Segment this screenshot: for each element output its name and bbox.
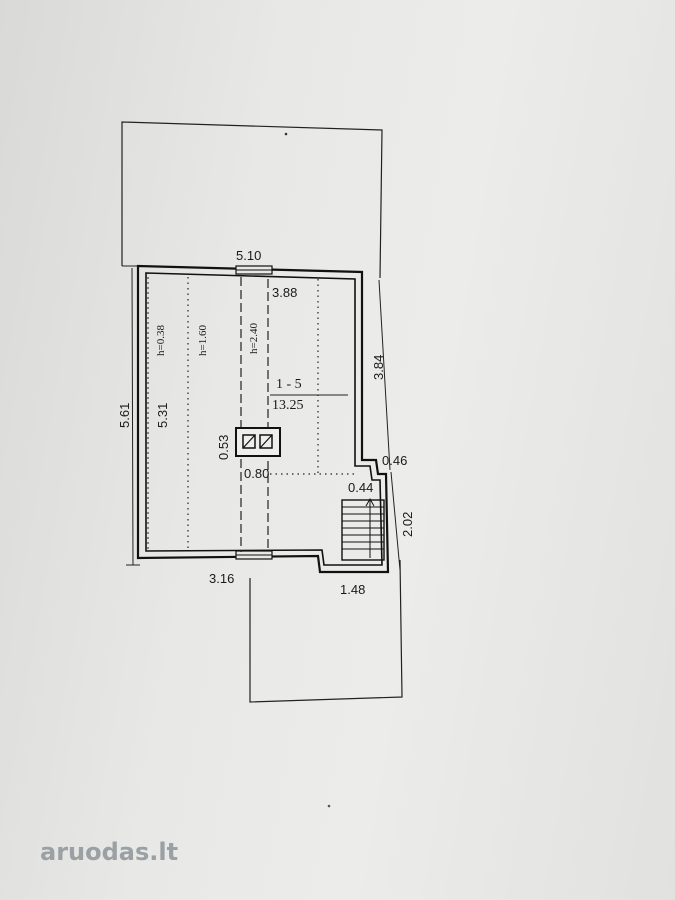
plot-boundary-top	[121, 121, 383, 279]
dim-left-outer: 5.61	[117, 403, 132, 428]
wall-inner	[145, 272, 383, 566]
dim-inner-top-width: 3.88	[272, 285, 297, 300]
height-label-1: h=0.38	[155, 325, 167, 356]
dim-step-right: 0.46	[382, 453, 407, 468]
height-label-2: h=1.60	[197, 325, 209, 356]
dim-bottom-left: 3.16	[209, 571, 234, 586]
stairs	[341, 497, 385, 561]
room-area: 13.25	[272, 398, 304, 413]
dim-right-lower: 2.02	[400, 512, 415, 537]
watermark-logo: aruodas.lt	[40, 838, 179, 866]
dim-chimney-height: 0.53	[216, 435, 231, 460]
dim-top-width: 5.10	[236, 248, 261, 263]
dim-left-inner: 5.31	[155, 403, 170, 428]
right-lower-dimension-line	[390, 471, 401, 571]
right-dimension-line	[378, 279, 391, 471]
height-label-3: h=2.40	[248, 323, 260, 354]
dim-chimney-width: 0.80	[244, 466, 269, 481]
left-dimension-line	[131, 267, 134, 566]
dim-right-upper: 3.84	[371, 355, 386, 380]
room-number: 1 - 5	[276, 377, 302, 392]
dim-stair-gap: 0.44	[348, 480, 373, 495]
wall-outer	[136, 264, 390, 574]
dim-bottom-right: 1.48	[340, 582, 365, 597]
plot-boundary-bottom	[249, 559, 403, 703]
